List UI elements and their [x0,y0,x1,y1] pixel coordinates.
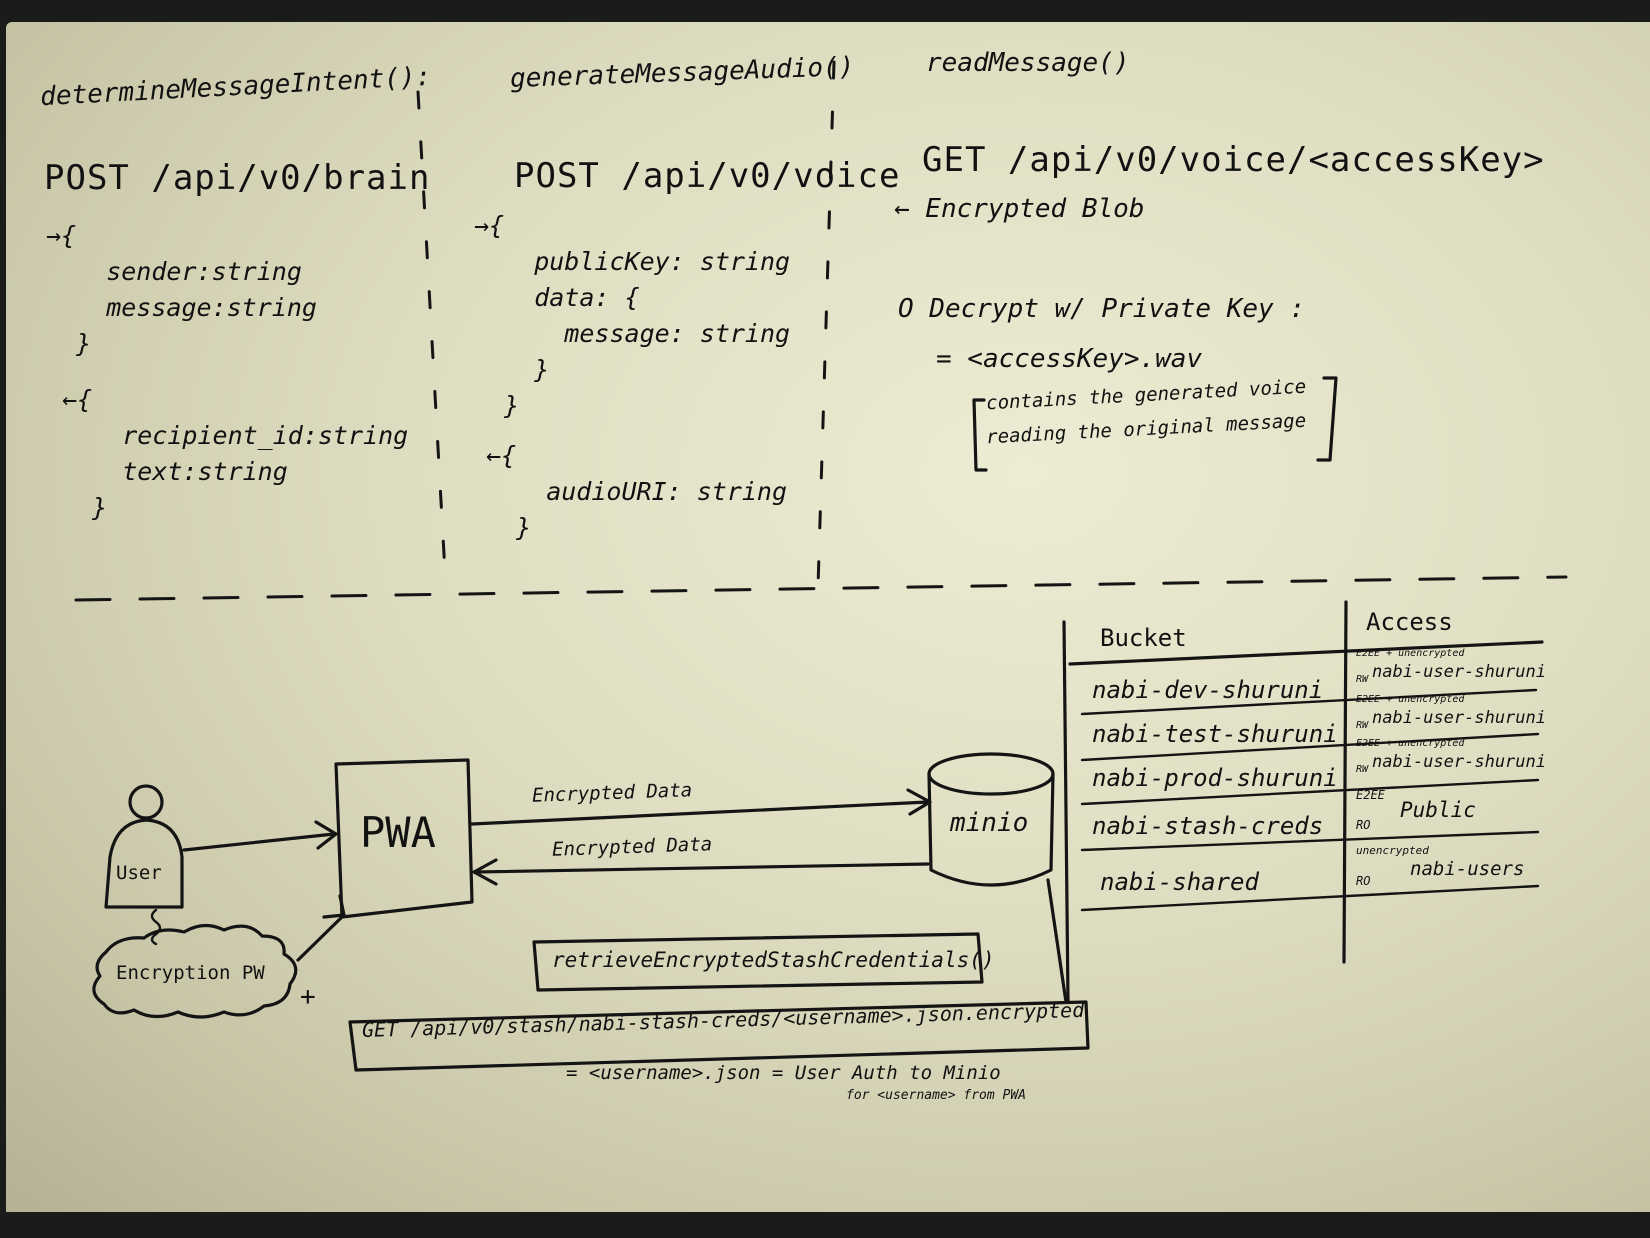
bucket-mode: RW [1356,764,1369,775]
whiteboard-ink [74,60,1568,1072]
plus-sign: + [300,982,316,1012]
voice-endpoint: POST /api/v0/voice [514,156,901,196]
user-to-pwa-arrow [182,820,338,852]
pwa-label: PWA [360,808,436,857]
stash-get-box [348,1000,1090,1072]
encryption-pw-label: Encryption PW [116,962,265,984]
bucket-name: nabi-test-shuruni [1092,720,1338,748]
voice-request-body: →{ publicKey: string data: { message: st… [474,211,791,420]
voice-response-body: ←{ audioURI: string } [486,441,788,542]
bucket-access: Public [1400,798,1476,822]
table-row-line-3 [1080,778,1540,806]
bucket-note: E2EE + unencrypted [1356,694,1465,705]
brain-request-body: →{ sender:string message:string } [46,221,317,358]
minio-cylinder-top [927,752,1055,796]
pwa-to-minio-arrow [470,788,932,826]
user-body [104,818,184,909]
table-header-bucket: Bucket [1100,624,1187,652]
bucket-note: unencrypted [1356,844,1429,857]
encrypted-blob-label: ← Encrypted Blob [894,194,1145,224]
stash-function-name: retrieveEncryptedStashCredentials() [552,948,995,972]
table-header-line [1068,640,1544,666]
bucket-name: nabi-shared [1100,868,1259,896]
decrypt-result: = <accessKey>.wav [936,344,1203,374]
pw-to-pwa-arrow [296,894,346,962]
table-row-line-4 [1080,830,1540,852]
bucket-access: nabi-user-shuruni [1372,662,1546,682]
stash-result-sub: for <username> from PWA [846,1088,1027,1103]
note-bracket-right [1316,376,1338,462]
read-function-name: readMessage() [926,48,1130,78]
brain-endpoint: POST /api/v0/brain [44,158,431,198]
bucket-mode: RO [1356,874,1371,888]
bucket-mode: RO [1356,818,1371,832]
user-head [128,784,164,820]
bucket-mode: RW [1356,720,1369,731]
minio-to-pwa-arrow [472,858,930,886]
stash-function-box [532,932,984,992]
bucket-access: nabi-users [1410,858,1525,880]
bucket-note: E2EE + unencrypted [1356,648,1465,659]
table-header-access: Access [1366,608,1453,636]
brain-response-body: ←{ recipient_id:string text:string } [62,385,409,522]
bucket-access: nabi-user-shuruni [1372,752,1546,772]
table-column-divider [1342,600,1348,964]
table-left-border [1062,620,1070,1004]
bucket-note: E2EE [1356,788,1385,802]
minio-to-stash-line [1046,878,1068,1004]
column-divider-1 [416,90,448,592]
bucket-name: nabi-dev-shuruni [1092,676,1324,704]
column-divider-2 [816,60,836,589]
read-endpoint: GET /api/v0/voice/<accessKey> [922,140,1545,180]
bucket-name: nabi-prod-shuruni [1092,764,1338,792]
minio-label: minio [950,808,1029,838]
note-bracket-left [972,398,988,472]
whiteboard: determineMessageIntent(): POST /api/v0/b… [6,22,1650,1212]
bucket-access: nabi-user-shuruni [1372,708,1546,728]
user-label: User [116,862,162,884]
minio-cylinder-body [927,772,1055,887]
bucket-name: nabi-stash-creds [1092,812,1324,840]
table-row-line-2 [1080,732,1540,762]
bucket-mode: RW [1356,674,1369,685]
encryption-pw-cloud [92,923,298,1019]
decrypt-step: O Decrypt w/ Private Key : [898,294,1305,324]
pwa-box [334,758,474,919]
table-row-line-1 [1080,688,1538,716]
stash-result: = <username>.json = User Auth to Minio [566,1062,1001,1084]
bucket-note: E2EE + unencrypted [1356,738,1465,749]
section-divider [74,575,1568,602]
table-row-line-5 [1080,884,1540,912]
user-pw-link [150,908,162,946]
